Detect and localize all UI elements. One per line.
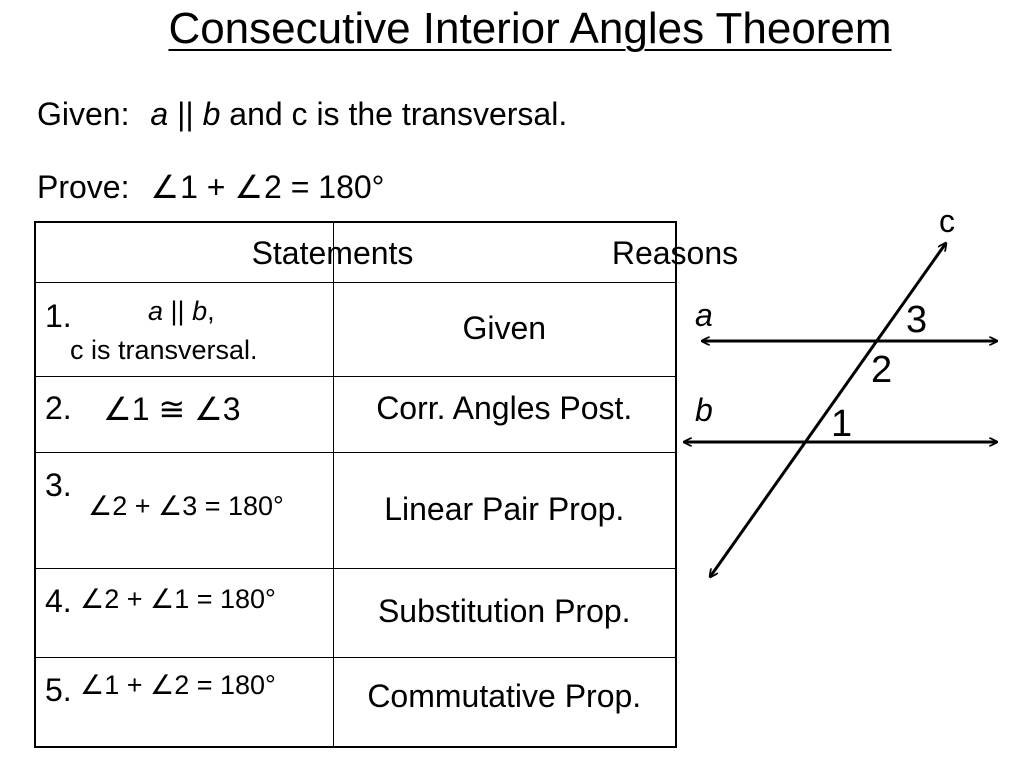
stmt-parallel: || bbox=[163, 295, 193, 326]
statement-text: ∠1 + ∠2 = 180° bbox=[80, 669, 276, 700]
reason-text: Commutative Prop. bbox=[367, 677, 642, 714]
given-statement: Given: a || b and c is the transversal. bbox=[37, 96, 567, 133]
stmt-line-b: b bbox=[192, 295, 208, 326]
statement-text: ∠2 + ∠1 = 180° bbox=[80, 583, 276, 614]
stmt-comma: , bbox=[207, 295, 215, 326]
statement-cell: 3. ∠2 + ∠3 = 180° bbox=[34, 451, 334, 569]
table-row: 5. ∠1 + ∠2 = 180° Commutative Prop. bbox=[34, 656, 677, 748]
prove-part1: 1 + bbox=[180, 169, 235, 205]
reason-cell: Corr. Angles Post. bbox=[332, 375, 677, 453]
step-number: 1. bbox=[45, 297, 72, 334]
reason-text: Given bbox=[462, 309, 547, 346]
table-header-row: Statements Reasons bbox=[34, 221, 738, 283]
step-number: 3. bbox=[45, 466, 72, 503]
statement-text: ∠1 ≅ ∠3 bbox=[103, 390, 241, 427]
angle-symbol-icon: ∠ bbox=[150, 169, 180, 205]
transversal-c bbox=[710, 243, 946, 577]
label-c: c bbox=[939, 203, 955, 239]
page-title: Consecutive Interior Angles Theorem bbox=[168, 4, 892, 53]
table-row: 1. a || b, c is transversal. Given bbox=[34, 281, 677, 377]
statement-cell: 5. ∠1 + ∠2 = 180° bbox=[34, 656, 334, 748]
given-label: Given: bbox=[37, 96, 130, 132]
angle-symbol-icon: ∠ bbox=[234, 169, 264, 205]
stmt-line-a: a bbox=[148, 295, 164, 326]
reason-text: Corr. Angles Post. bbox=[376, 389, 633, 426]
statement-cell: 4. ∠2 + ∠1 = 180° bbox=[34, 567, 334, 658]
label-b: b bbox=[695, 392, 713, 428]
statement-line-1: a || b, bbox=[148, 296, 215, 327]
statement-line-2: c is transversal. bbox=[70, 334, 258, 365]
step-number: 5. bbox=[45, 671, 72, 708]
table-row: 4. ∠2 + ∠1 = 180° Substitution Prop. bbox=[34, 567, 677, 658]
angle-label-3: 3 bbox=[906, 299, 927, 341]
statement-text: ∠2 + ∠3 = 180° bbox=[88, 490, 284, 521]
given-parallel-symbol: || bbox=[177, 96, 194, 132]
prove-label: Prove: bbox=[37, 169, 130, 205]
reason-cell: Commutative Prop. bbox=[332, 656, 677, 748]
reason-cell: Linear Pair Prop. bbox=[332, 451, 677, 569]
reason-text: Linear Pair Prop. bbox=[384, 490, 625, 527]
angle-label-2: 2 bbox=[871, 349, 892, 391]
step-number: 2. bbox=[45, 389, 72, 426]
reason-text: Substitution Prop. bbox=[377, 592, 631, 629]
table-row: 3. ∠2 + ∠3 = 180° Linear Pair Prop. bbox=[34, 451, 677, 569]
parallel-lines-diagram: c a b 3 2 1 bbox=[676, 203, 1016, 596]
step-number: 4. bbox=[45, 582, 72, 619]
reason-cell: Substitution Prop. bbox=[332, 567, 677, 658]
proof-table: Statements Reasons 1. a || b, c is trans… bbox=[34, 221, 738, 748]
prove-statement: Prove: ∠1 + ∠2 = 180° bbox=[37, 168, 384, 206]
statement-cell: 2. ∠1 ≅ ∠3 bbox=[34, 375, 334, 453]
header-reasons: Reasons bbox=[332, 221, 738, 283]
header-statements: Statements bbox=[34, 221, 413, 283]
given-rest: and c is the transversal. bbox=[229, 96, 568, 132]
statement-cell: 1. a || b, c is transversal. bbox=[34, 281, 334, 377]
label-a: a bbox=[695, 297, 713, 333]
given-line-b: b bbox=[202, 96, 221, 132]
given-line-a: a bbox=[150, 96, 169, 132]
angle-label-1: 1 bbox=[831, 403, 852, 445]
table-row: 2. ∠1 ≅ ∠3 Corr. Angles Post. bbox=[34, 375, 677, 453]
prove-part2: 2 = 180° bbox=[264, 169, 385, 205]
reason-cell: Given bbox=[332, 281, 677, 377]
